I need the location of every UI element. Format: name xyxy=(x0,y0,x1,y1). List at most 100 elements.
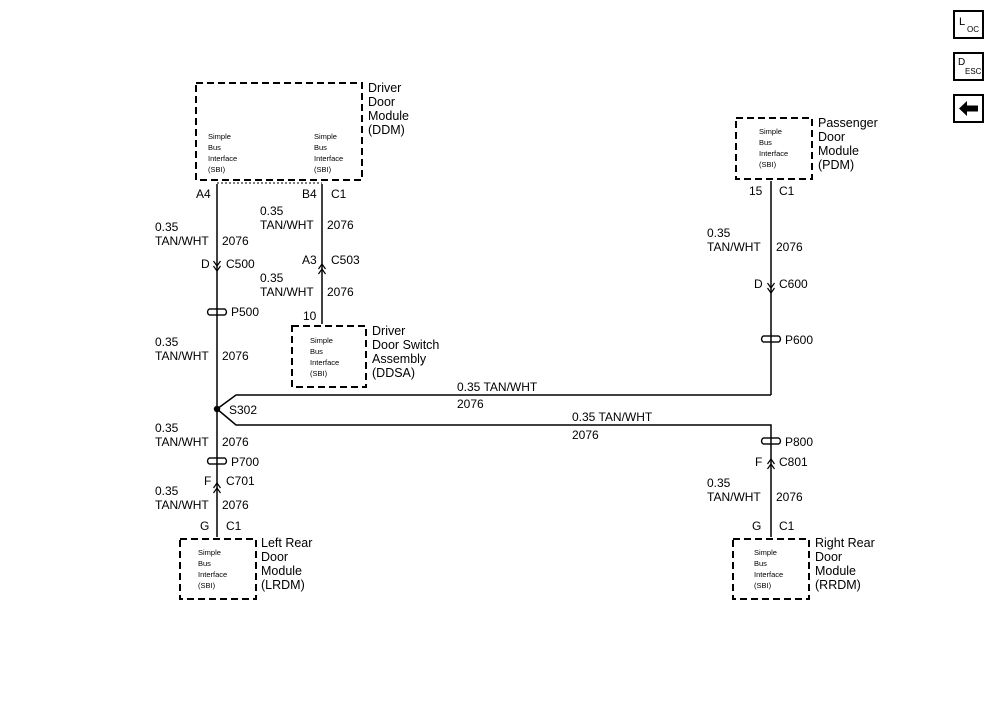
lrdm-name-1: Left Rear xyxy=(261,536,312,550)
desc-small-letters: ESC xyxy=(965,67,982,76)
w10-circuit: 2076 xyxy=(776,490,803,504)
pdm-name-1: Passenger xyxy=(818,116,878,130)
w1-color: TAN/WHT xyxy=(155,234,209,248)
ddm-sbi-left-1: Simple xyxy=(208,132,231,141)
back-button[interactable] xyxy=(953,94,984,123)
pin-15: 15 xyxy=(749,184,763,198)
w7-color: TAN/WHT xyxy=(707,240,761,254)
w8-gauge-color: 0.35 TAN/WHT xyxy=(457,380,538,394)
pdm-sbi-3: Interface xyxy=(759,149,788,158)
lrdm-name-4: (LRDM) xyxy=(261,578,305,592)
ddm-name-4: (DDM) xyxy=(368,123,405,137)
ddsa-name-2: Door Switch xyxy=(372,338,439,352)
rrdm-sbi-3: Interface xyxy=(754,570,783,579)
w4-color: TAN/WHT xyxy=(155,349,209,363)
desc-big-letter: D xyxy=(958,57,965,68)
w7-gauge: 0.35 xyxy=(707,226,731,240)
w6-color: TAN/WHT xyxy=(155,498,209,512)
pdm-name-2: Door xyxy=(818,130,845,144)
ddm-sbi-right-3: Interface xyxy=(314,154,343,163)
pin-g-lrdm: G xyxy=(200,519,209,533)
w2-gauge: 0.35 xyxy=(260,204,284,218)
ddsa-sbi-4: (SBI) xyxy=(310,369,328,378)
ddm-box xyxy=(195,82,363,181)
w1-gauge: 0.35 xyxy=(155,220,179,234)
passthru-p700: P700 xyxy=(231,455,259,469)
w3-circuit: 2076 xyxy=(327,285,354,299)
loc-button[interactable]: L OC xyxy=(953,10,984,39)
w9-circuit: 2076 xyxy=(572,428,599,442)
pdm-name-3: Module xyxy=(818,144,859,158)
rrdm-box xyxy=(732,538,810,600)
w10-gauge: 0.35 xyxy=(707,476,731,490)
w3-gauge: 0.35 xyxy=(260,271,284,285)
pin-a3: A3 xyxy=(302,253,317,267)
ddm-sbi-left-3: Interface xyxy=(208,154,237,163)
pdm-sbi-1: Simple xyxy=(759,127,782,136)
w6-circuit: 2076 xyxy=(222,498,249,512)
left-arrow-icon xyxy=(959,101,978,116)
pin-c1-pdm: C1 xyxy=(779,184,795,198)
pdm-name-4: (PDM) xyxy=(818,158,854,172)
pin-d-c600: D xyxy=(754,277,763,291)
pdm-sbi-4: (SBI) xyxy=(759,160,777,169)
ddsa-sbi-1: Simple xyxy=(310,336,333,345)
pin-f-c801: F xyxy=(755,455,762,469)
rrdm-sbi-1: Simple xyxy=(754,548,777,557)
lrdm-box xyxy=(179,538,257,600)
pdm-box xyxy=(735,117,813,180)
passthru-p600: P600 xyxy=(785,333,813,347)
desc-button[interactable]: D ESC xyxy=(953,52,984,81)
w9-gauge-color: 0.35 TAN/WHT xyxy=(572,410,653,424)
ddsa-sbi-2: Bus xyxy=(310,347,323,356)
pin-10: 10 xyxy=(303,309,317,323)
w8-circuit: 2076 xyxy=(457,397,484,411)
ddsa-name-3: Assembly xyxy=(372,352,427,366)
ddm-sbi-right-2: Bus xyxy=(314,143,327,152)
w3-color: TAN/WHT xyxy=(260,285,314,299)
ddsa-name-1: Driver xyxy=(372,324,405,338)
ddm-name-3: Module xyxy=(368,109,409,123)
connector-c801: C801 xyxy=(779,455,808,469)
ddm-name-1: Driver xyxy=(368,81,401,95)
rrdm-sbi-2: Bus xyxy=(754,559,767,568)
rrdm-name-1: Right Rear xyxy=(815,536,875,550)
pin-c1-ddm: C1 xyxy=(331,187,347,201)
w5-color: TAN/WHT xyxy=(155,435,209,449)
w5-circuit: 2076 xyxy=(222,435,249,449)
ddsa-box xyxy=(291,325,367,388)
splice-s302: S302 xyxy=(229,403,257,417)
w2-circuit: 2076 xyxy=(327,218,354,232)
passthru-p500: P500 xyxy=(231,305,259,319)
pin-d-c500: D xyxy=(201,257,210,271)
rrdm-name-2: Door xyxy=(815,550,842,564)
w6-gauge: 0.35 xyxy=(155,484,179,498)
pin-b4: B4 xyxy=(302,187,317,201)
wires xyxy=(216,181,772,537)
pin-g-rrdm: G xyxy=(752,519,761,533)
connector-c500: C500 xyxy=(226,257,255,271)
lrdm-sbi-2: Bus xyxy=(198,559,211,568)
lrdm-name-3: Module xyxy=(261,564,302,578)
pin-a4: A4 xyxy=(196,187,211,201)
lrdm-sbi-1: Simple xyxy=(198,548,221,557)
lrdm-sbi-4: (SBI) xyxy=(198,581,216,590)
passthru-p800: P800 xyxy=(785,435,813,449)
w10-color: TAN/WHT xyxy=(707,490,761,504)
connector-c600: C600 xyxy=(779,277,808,291)
ddm-sbi-right-1: Simple xyxy=(314,132,337,141)
ddm-sbi-left-2: Bus xyxy=(208,143,221,152)
ddm-sbi-right-4: (SBI) xyxy=(314,165,332,174)
ddsa-name-4: (DDSA) xyxy=(372,366,415,380)
connector-c701: C701 xyxy=(226,474,255,488)
w7-circuit: 2076 xyxy=(776,240,803,254)
splice-s302-dot xyxy=(213,405,221,413)
w2-color: TAN/WHT xyxy=(260,218,314,232)
loc-big-letter: L xyxy=(959,16,965,28)
w1-circuit: 2076 xyxy=(222,234,249,248)
pin-c1-rrdm: C1 xyxy=(779,519,795,533)
rrdm-name-4: (RRDM) xyxy=(815,578,861,592)
rrdm-name-3: Module xyxy=(815,564,856,578)
ddm-sbi-left-4: (SBI) xyxy=(208,165,226,174)
